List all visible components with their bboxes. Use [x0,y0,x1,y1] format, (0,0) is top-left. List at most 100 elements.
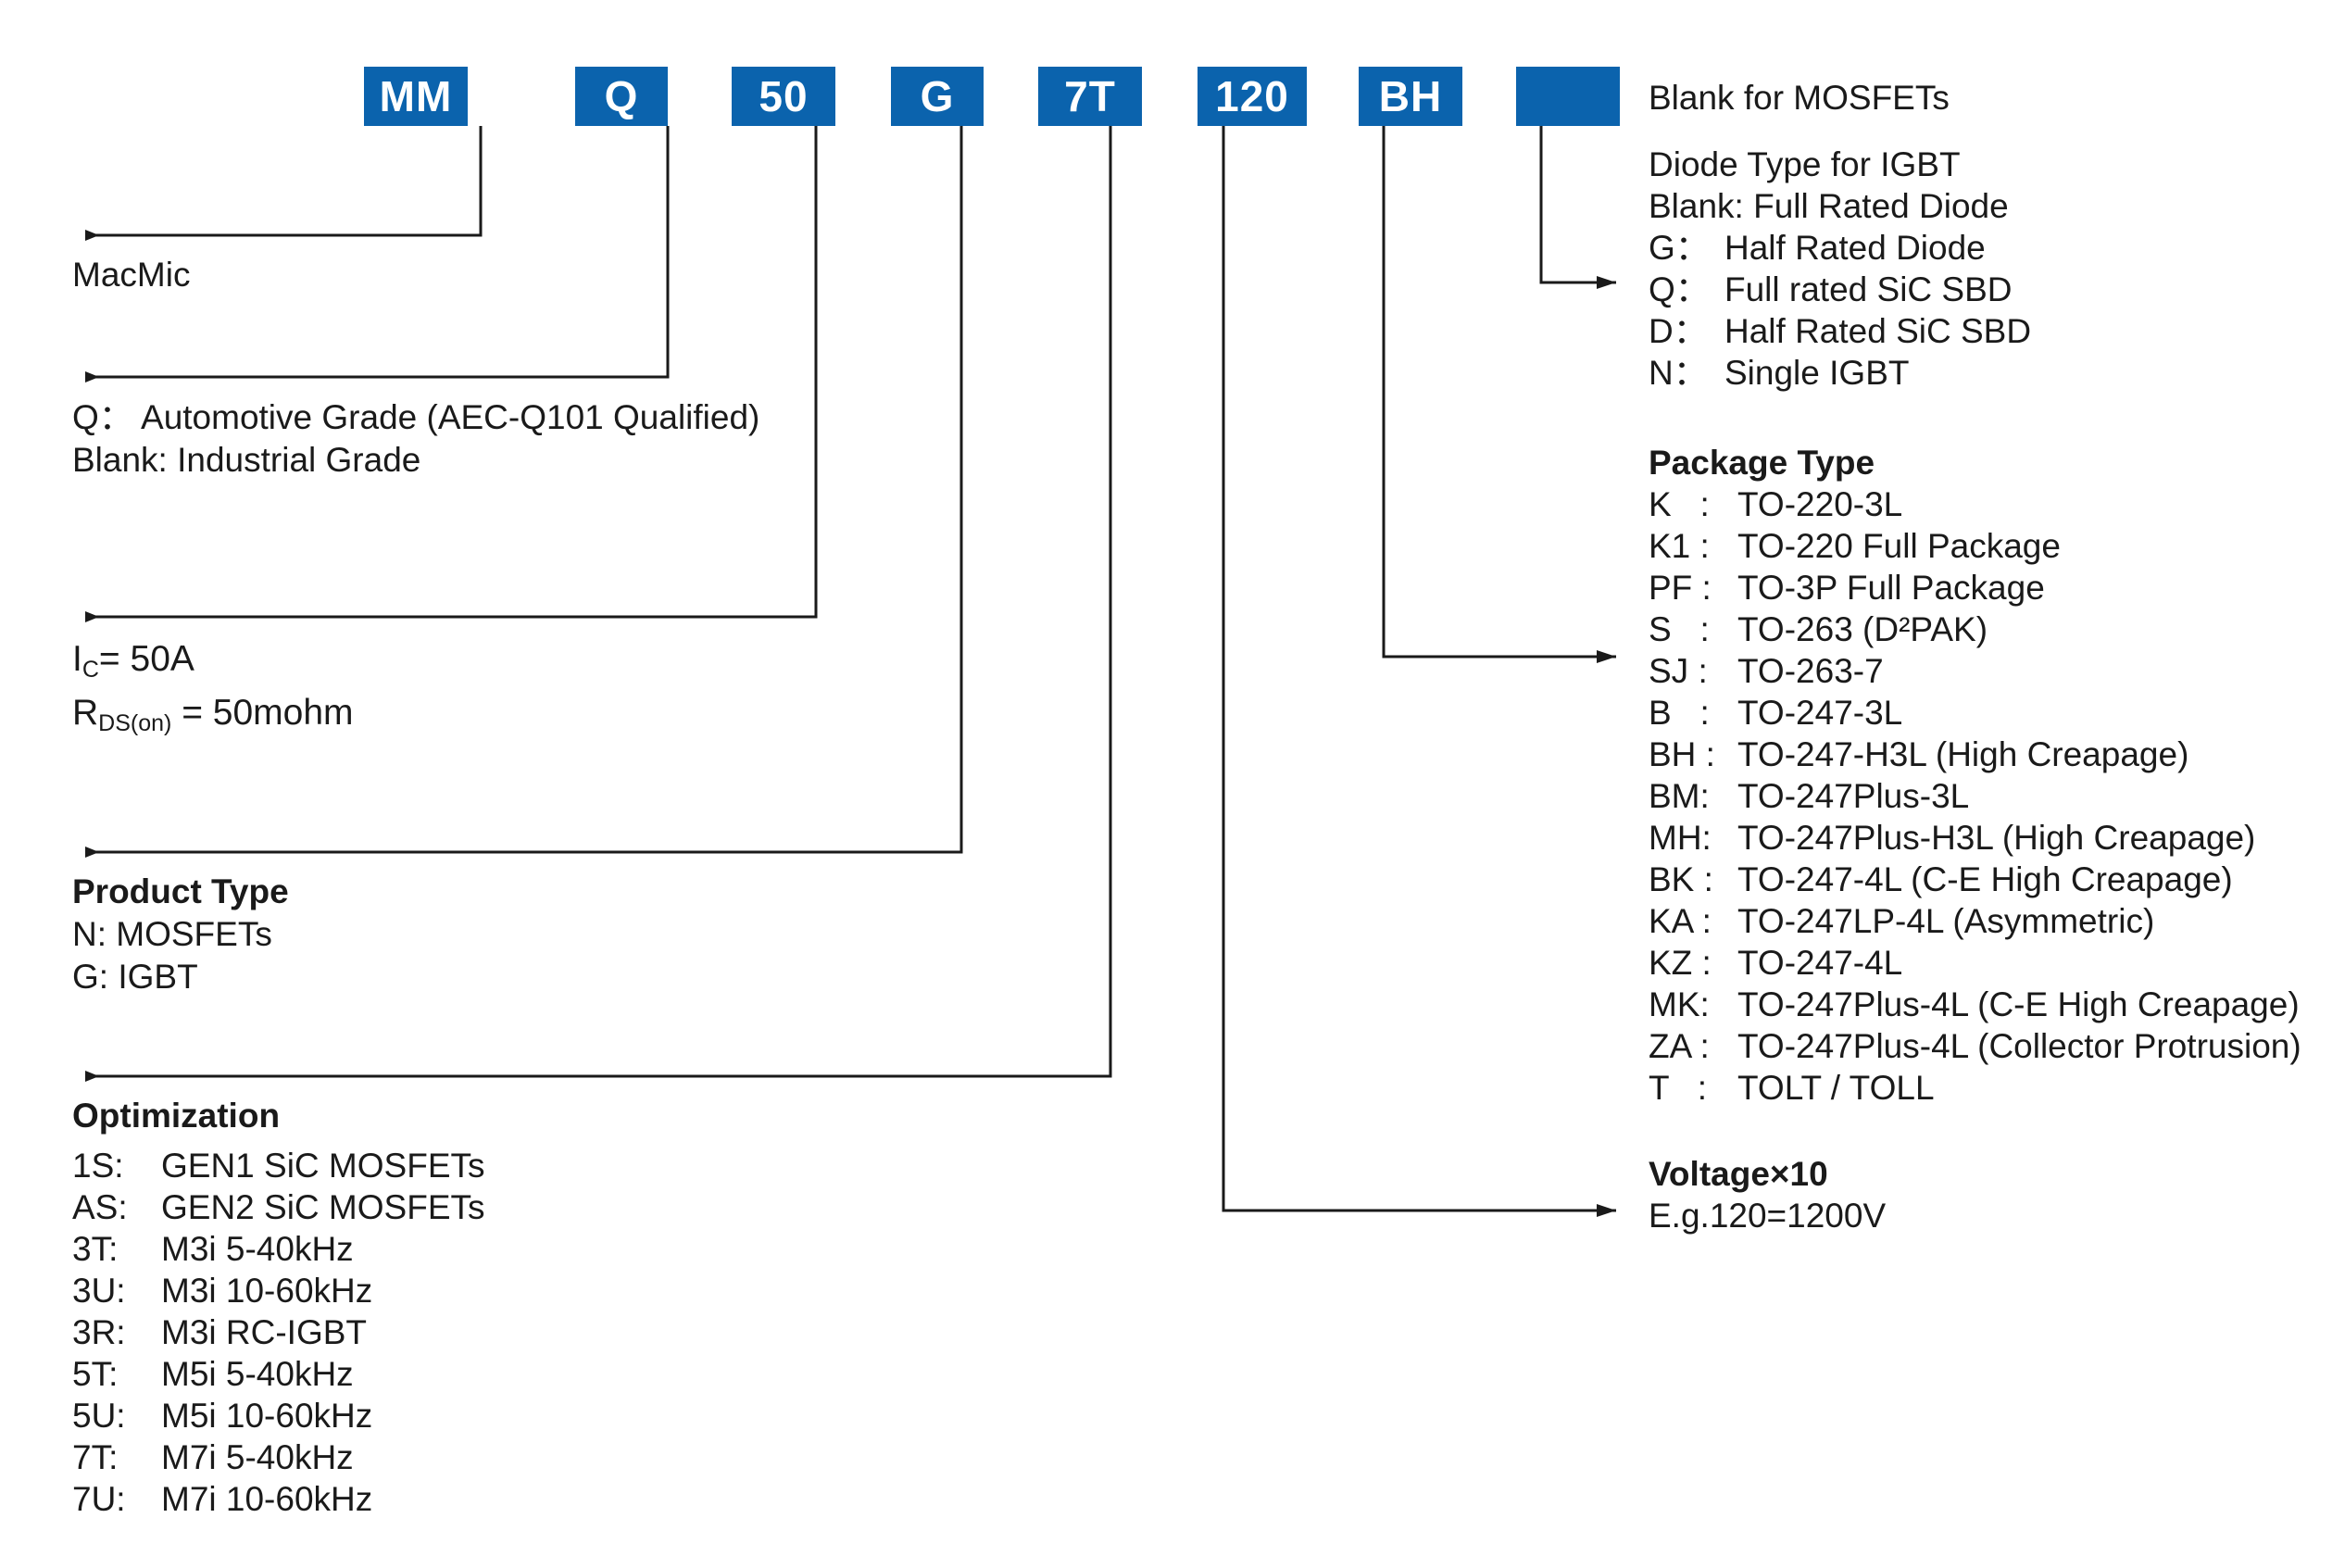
optimization-code: 7T: [72,1438,119,1476]
package-type-desc: TO-220 Full Package [1737,527,2061,565]
optimization-desc: M3i 5-40kHz [161,1230,354,1268]
ic-value: = 50A [98,639,194,679]
optimization-code: AS: [72,1188,128,1226]
package-type-row: BK :TO-247-4L (C-E High Creapage) [1649,859,2301,900]
optimization-row: 3U: M3i 10-60kHz [72,1270,485,1311]
ic-rating-line: IC= 50A [72,637,354,685]
leader-q [85,126,670,383]
package-type-code: BH : [1649,735,1715,773]
code-box-q[interactable]: Q [575,67,668,126]
diode-type-desc: Full rated SiC SBD [1724,270,2013,308]
package-type-desc: TO-247Plus-4L (Collector Protrusion) [1737,1027,2301,1065]
grade-block: Q： Automotive Grade (AEC-Q101 Qualified)… [72,396,759,482]
optimization-block: Optimization 1S:GEN1 SiC MOSFETs AS:GEN2… [72,1095,485,1520]
package-type-code: S : [1649,610,1710,648]
optimization-desc: M5i 5-40kHz [161,1355,354,1393]
package-type-code: PF : [1649,569,1712,607]
leader-mm [85,126,483,241]
optimization-row: 7U:M7i 10-60kHz [72,1478,485,1520]
optimization-title: Optimization [72,1097,281,1135]
optimization-row: 5T:M5i 5-40kHz [72,1353,485,1395]
package-type-row: B : TO-247-3L [1649,692,2301,734]
mosfet-blank-text: Blank for MOSFETs [1649,79,1950,117]
grade-industrial-line: Blank: Industrial Grade [72,441,421,479]
optimization-code: 7U: [72,1480,126,1518]
package-type-row: BM:TO-247Plus-3L [1649,775,2301,817]
package-type-desc: TO-247LP-4L (Asymmetric) [1737,902,2155,940]
ratings-block: IC= 50A RDS(on) = 50mohm [72,637,354,739]
ic-subscript: C [82,657,99,683]
code-box-7t[interactable]: 7T [1038,67,1142,126]
product-type-item-g: G: IGBT [72,958,198,996]
optimization-row: 3R: M3i RC-IGBT [72,1311,485,1353]
package-type-code: KA : [1649,902,1712,940]
package-type-desc: TO-3P Full Package [1737,569,2045,607]
package-type-desc: TO-247-4L [1737,944,1903,982]
package-type-row: KZ :TO-247-4L [1649,942,2301,984]
rds-symbol: R [72,693,99,733]
code-box-mm[interactable]: MM [364,67,468,126]
package-type-row: K :TO-220-3L [1649,483,2301,525]
package-type-desc: TO-247Plus-4L (C-E High Creapage) [1737,985,2300,1023]
optimization-desc: M3i RC-IGBT [161,1313,367,1351]
code-box-bh[interactable]: BH [1359,67,1462,126]
diode-type-title: Diode Type for IGBT [1649,145,1961,183]
rds-value: = 50mohm [171,693,354,733]
package-type-row: PF : TO-3P Full Package [1649,567,2301,608]
diode-type-code: D： [1649,312,1708,350]
optimization-desc: M3i 10-60kHz [161,1272,373,1310]
leader-diode [1539,126,1616,289]
package-type-title: Package Type [1649,444,1875,482]
package-type-desc: TO-247Plus-H3L (High Creapage) [1737,819,2256,857]
code-box-50[interactable]: 50 [732,67,835,126]
diode-type-code: Q： [1649,270,1710,308]
package-type-code: MH: [1649,819,1712,857]
code-box-g[interactable]: G [891,67,984,126]
product-type-title: Product Type [72,872,289,910]
package-type-code: SJ : [1649,652,1708,690]
leader-g [85,126,963,858]
optimization-code: 1S: [72,1147,124,1185]
diode-type-row: Q： Full rated SiC SBD [1649,269,2031,310]
diode-type-row: G： Half Rated Diode [1649,227,2031,269]
optimization-code: 3U: [72,1272,126,1310]
package-type-desc: TO-247Plus-3L [1737,777,1970,815]
optimization-row: AS: GEN2 SiC MOSFETs [72,1186,485,1228]
package-type-desc: TO-263-7 [1737,652,1884,690]
mosfet-blank-note: Blank for MOSFETs [1649,77,1950,119]
diode-type-code: N： [1649,354,1708,392]
leader-120 [1222,126,1616,1217]
optimization-desc: GEN2 SiC MOSFETs [161,1188,485,1226]
rds-rating-line: RDS(on) = 50mohm [72,691,354,739]
diode-type-code: G： [1649,229,1710,267]
optimization-row: 7T: M7i 5-40kHz [72,1436,485,1478]
diode-type-desc: Half Rated SiC SBD [1724,312,2032,350]
package-type-desc: TO-247-H3L (High Creapage) [1737,735,2189,773]
package-type-row: KA : TO-247LP-4L (Asymmetric) [1649,900,2301,942]
code-box-diode-blank[interactable] [1516,67,1620,126]
optimization-code: 3R: [72,1313,126,1351]
optimization-desc: M7i 5-40kHz [161,1438,354,1476]
leader-50 [85,126,818,622]
package-type-block: Package Type K :TO-220-3L K1 : TO-220 Ful… [1649,442,2301,1109]
code-box-120[interactable]: 120 [1198,67,1307,126]
package-type-desc: TO-247-3L [1737,694,1903,732]
voltage-title: Voltage×10 [1649,1155,1828,1193]
voltage-block: Voltage×10 E.g.120=1200V [1649,1153,1886,1236]
package-type-code: K1 : [1649,527,1710,565]
package-type-row: MH: TO-247Plus-H3L (High Creapage) [1649,817,2301,859]
rds-subscript: DS(on) [98,710,172,736]
diode-type-row: D： Half Rated SiC SBD [1649,310,2031,352]
optimization-row: 3T:M3i 5-40kHz [72,1228,485,1270]
ic-symbol: I [72,639,82,679]
package-type-row: MK:TO-247Plus-4L (C-E High Creapage) [1649,984,2301,1025]
diode-type-desc: Single IGBT [1724,354,1910,392]
optimization-code: 5U: [72,1397,126,1435]
package-type-desc: TO-247-4L (C-E High Creapage) [1737,860,2233,898]
package-type-desc: TO-263 (D²PAK) [1737,610,1988,648]
package-type-code: B : [1649,694,1710,732]
package-type-row: S : TO-263 (D²PAK) [1649,608,2301,650]
diode-type-desc: Half Rated Diode [1724,229,1986,267]
diode-type-block: Diode Type for IGBT Blank: Full Rated Di… [1649,144,2031,394]
diode-type-row: N： Single IGBT [1649,352,2031,394]
